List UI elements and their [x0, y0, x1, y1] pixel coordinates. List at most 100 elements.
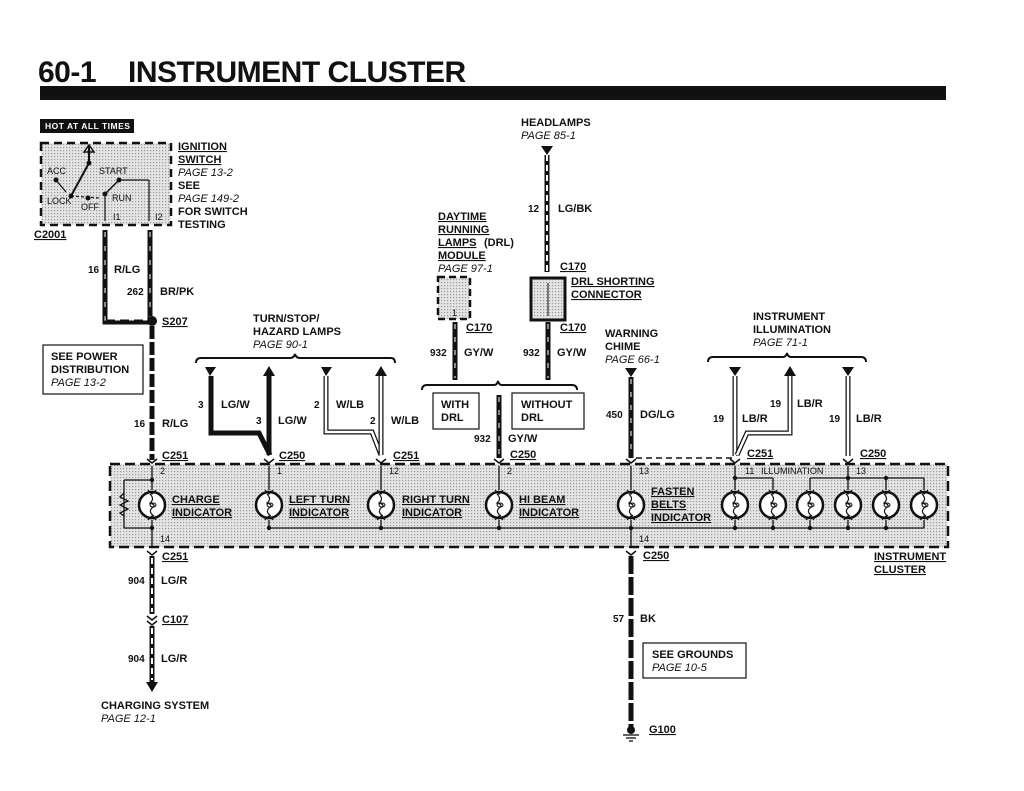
switch-pos-lock: LOCK	[47, 196, 72, 206]
ignition-title-1: IGNITION	[178, 141, 227, 153]
indicator-bulb-icon	[484, 489, 514, 521]
wire-57-bk	[623, 556, 639, 742]
pin-number: 14	[160, 534, 170, 544]
wire-number: 19	[829, 414, 841, 425]
charging-system-page: PAGE 12-1	[101, 713, 156, 725]
hot-at-all-times-badge	[40, 119, 134, 133]
pin-number: 1	[277, 466, 282, 476]
wire-number: 16	[88, 265, 100, 276]
switch-pos-off: OFF	[81, 202, 99, 212]
wire-color: LB/R	[797, 398, 823, 410]
drl-title-3: LAMPS	[438, 237, 477, 249]
turn-title-1: TURN/STOP/	[253, 313, 319, 325]
illum-page: PAGE 71-1	[753, 337, 808, 349]
wire-color: LG/W	[278, 415, 307, 427]
wire-number: 932	[523, 348, 540, 359]
illumination-label: ILLUMINATION	[761, 466, 823, 476]
hi-beam-label-1: HI BEAM	[519, 494, 565, 506]
see-grounds-label: SEE GROUNDS	[652, 649, 733, 661]
wire-16-rlg-ignition	[102, 230, 150, 325]
wire-number: 12	[528, 204, 540, 215]
with-drl-box	[432, 392, 480, 430]
connector-c2001: C2001	[34, 229, 66, 241]
wire-number: 262	[127, 287, 144, 298]
illumination-bulb-icon	[720, 489, 750, 521]
without-drl-box	[511, 392, 585, 430]
fasten-belts-label-3: INDICATOR	[651, 512, 711, 524]
headlamps-page: PAGE 85-1	[521, 130, 576, 142]
hi-beam-label-2: INDICATOR	[519, 507, 579, 519]
connector-c170: C170	[466, 322, 492, 334]
wire-color: GY/W	[557, 347, 587, 359]
with-drl-1: WITH	[441, 399, 469, 411]
turn-page: PAGE 90-1	[253, 339, 308, 351]
with-drl-2: DRL	[441, 412, 464, 424]
ignition-for-switch: FOR SWITCH	[178, 206, 248, 218]
connector-c250: C250	[860, 448, 886, 460]
indicator-bulb-icon	[137, 489, 167, 521]
pin-number: 12	[389, 466, 399, 476]
pin-number: 13	[639, 466, 649, 476]
connector-c250: C250	[510, 449, 536, 461]
drl-title-2: RUNNING	[438, 224, 489, 236]
wire-number: 19	[770, 399, 782, 410]
connector-c170: C170	[560, 322, 586, 334]
see-grounds-page: PAGE 10-5	[652, 662, 708, 674]
connector-symbols-top	[146, 458, 854, 464]
ground-g100: G100	[649, 724, 676, 736]
wire-color: BK	[640, 613, 656, 625]
title-rule	[40, 86, 946, 100]
pin-number: 2	[160, 466, 165, 476]
see-power-distribution-box: SEE POWER DISTRIBUTION PAGE 13-2	[42, 344, 144, 395]
illum-bracket	[707, 352, 867, 363]
power-box-line2: DISTRIBUTION	[51, 364, 129, 376]
connector-c107: C107	[162, 614, 188, 626]
cluster-label-2: CLUSTER	[874, 564, 926, 576]
connector-c251: C251	[393, 450, 419, 462]
connector-symbols-bottom	[146, 550, 637, 556]
wire-color: R/LG	[162, 418, 188, 430]
wire-19-lbr-illum	[729, 366, 854, 457]
charging-system-title: CHARGING SYSTEM	[101, 700, 209, 712]
turn-title-2: HAZARD LAMPS	[253, 326, 341, 338]
wire-number: 904	[128, 654, 145, 665]
wire-color: GY/W	[464, 347, 494, 359]
fasten-belts-label-2: BELTS	[651, 499, 686, 511]
wire-color: LB/R	[742, 413, 768, 425]
drl-title-3b: (DRL)	[484, 237, 514, 249]
wire-color: LG/W	[221, 399, 250, 411]
pin-number: 11	[745, 466, 754, 476]
wire-904-lgr	[146, 556, 158, 692]
wire-color: W/LB	[391, 415, 419, 427]
wire-number: 19	[713, 414, 725, 425]
chime-page: PAGE 66-1	[605, 354, 660, 366]
drl-title-4: MODULE	[438, 250, 486, 262]
illumination-bulb-icon	[871, 489, 901, 521]
cluster-label-1: INSTRUMENT	[874, 551, 946, 563]
splice-s207-dot	[147, 316, 157, 326]
charge-indicator-label-2: INDICATOR	[172, 507, 232, 519]
drl-title-1: DAYTIME	[438, 211, 487, 223]
see-grounds-box: SEE GROUNDS PAGE 10-5	[642, 642, 747, 679]
instrument-cluster-box	[108, 462, 950, 549]
wire-color: LG/R	[161, 575, 187, 587]
ignition-see-page: PAGE 149-2	[178, 193, 239, 205]
illum-title-2: ILLUMINATION	[753, 324, 831, 336]
illumination-bulb-icon	[795, 489, 825, 521]
illum-title-1: INSTRUMENT	[753, 311, 825, 323]
ignition-testing: TESTING	[178, 219, 226, 231]
pin-number: 14	[639, 534, 649, 544]
connector-c250: C250	[279, 450, 305, 462]
indicator-bulb-icon	[366, 489, 396, 521]
connector-c251: C251	[747, 448, 773, 460]
wire-number: 932	[474, 434, 491, 445]
wire-number: 2	[314, 400, 320, 411]
wire-number: 57	[613, 614, 625, 625]
ignition-switch: ACC LOCK OFF START RUN I1 I2	[39, 141, 173, 227]
indicator-bulbs	[137, 489, 939, 521]
left-turn-label-2: INDICATOR	[289, 507, 349, 519]
junction-dots	[149, 475, 889, 531]
connector-c251: C251	[162, 450, 188, 462]
wire-color: DG/LG	[640, 409, 675, 421]
